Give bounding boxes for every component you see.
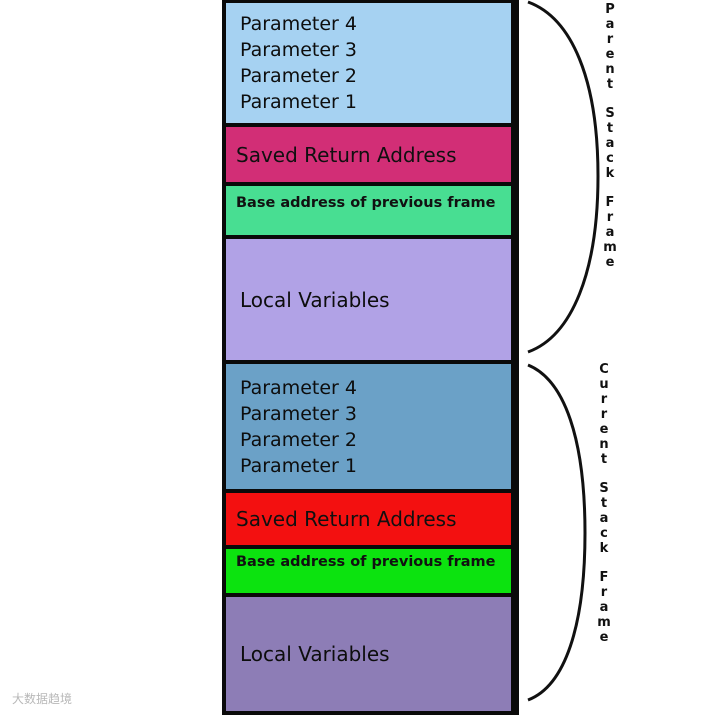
parent-parameter-1: Parameter 1 (240, 91, 357, 113)
current-parameter-4: Parameter 4 (240, 376, 357, 399)
current-base-address-label: Base address of previous frame (236, 554, 496, 570)
parent-parameter-4: Parameter 4 (240, 13, 357, 35)
current-base-address: Base address of previous frame (226, 549, 511, 593)
current-parameter-3: Parameter 3 (240, 402, 357, 425)
current-parameter-2: Parameter 2 (240, 428, 357, 451)
parent-parameter-2: Parameter 2 (240, 65, 357, 87)
watermark: 大数据趋境 (12, 692, 73, 706)
current-parameters-block: Parameter 4 Parameter 3 Parameter 2 Para… (226, 364, 511, 489)
stack-diagram: Parameter 4 Parameter 3 Parameter 2 Para… (222, 0, 519, 715)
parent-base-address-label: Base address of previous frame (236, 195, 496, 211)
parent-local-variables: Local Variables (226, 239, 511, 360)
current-local-variables: Local Variables (226, 597, 511, 711)
parent-saved-return-address: Saved Return Address (226, 127, 511, 182)
parent-frame-brace (527, 0, 600, 354)
current-local-variables-label: Local Variables (240, 642, 390, 666)
parent-parameter-3: Parameter 3 (240, 39, 357, 61)
parent-saved-return-address-label: Saved Return Address (236, 142, 457, 167)
current-parameter-1: Parameter 1 (240, 454, 357, 477)
parent-local-variables-label: Local Variables (240, 287, 390, 312)
parent-base-address: Base address of previous frame (226, 186, 511, 235)
current-frame-brace (527, 363, 587, 702)
current-saved-return-address: Saved Return Address (226, 493, 511, 545)
parent-parameters-block: Parameter 4 Parameter 3 Parameter 2 Para… (226, 3, 511, 123)
current-saved-return-address-label: Saved Return Address (236, 507, 457, 531)
